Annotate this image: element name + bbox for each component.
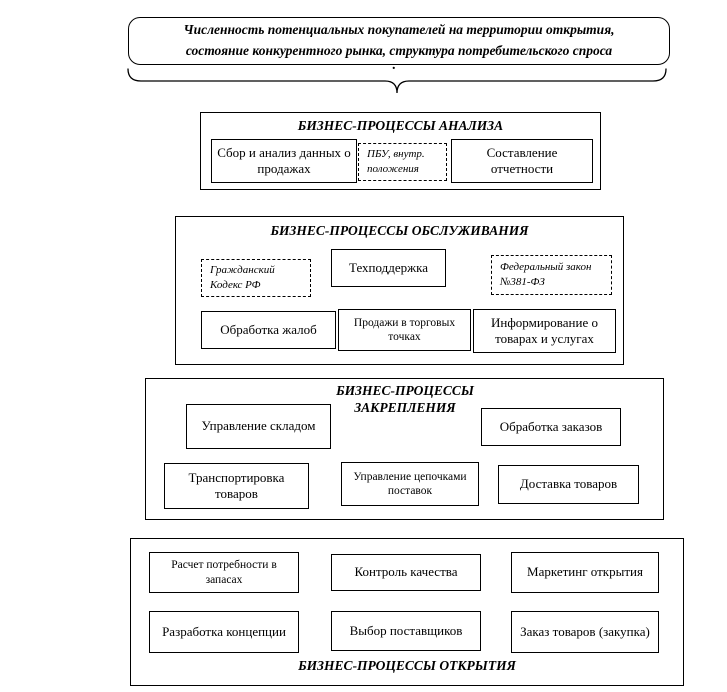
box-opening-marketing: Маркетинг открытия xyxy=(511,552,659,593)
box-pbu-regulations: ПБУ, внутр. положения xyxy=(358,143,447,181)
box-reporting: Составление отчетности xyxy=(451,139,593,183)
top-note: Численность потенциальных покупателей на… xyxy=(128,17,670,65)
box-civil-code: Гражданский Кодекс РФ xyxy=(201,259,311,297)
box-informing: Информирование о товарах и услугах xyxy=(473,309,616,353)
box-quality-control: Контроль качества xyxy=(331,554,481,591)
box-order-processing: Обработка заказов xyxy=(481,408,621,446)
stray-period: . xyxy=(392,58,396,73)
box-supply-chain: Управление цепочками поставок xyxy=(341,462,479,506)
block-analysis-title: БИЗНЕС-ПРОЦЕССЫ АНАЛИЗА xyxy=(297,118,504,133)
box-supplier-selection: Выбор поставщиков xyxy=(331,611,481,651)
underbrace-icon xyxy=(127,68,667,94)
block-opening-title: БИЗНЕС-ПРОЦЕССЫ ОТКРЫТИЯ xyxy=(298,658,516,674)
top-note-line1: Численность потенциальных покупателей на… xyxy=(183,22,615,38)
box-tech-support: Техподдержка xyxy=(331,249,446,287)
top-note-line2: состояние конкурентного рынка, структура… xyxy=(185,43,613,58)
block-analysis: БИЗНЕС-ПРОЦЕССЫ АНАЛИЗА Сбор и анализ да… xyxy=(200,112,601,190)
block-consolidation-title: БИЗНЕС-ПРОЦЕССЫ ЗАКРЕПЛЕНИЯ xyxy=(336,383,474,415)
box-goods-delivery: Доставка товаров xyxy=(498,465,639,504)
box-goods-ordering: Заказ товаров (закупка) xyxy=(511,611,659,653)
block-consolidation: БИЗНЕС-ПРОЦЕССЫ ЗАКРЕПЛЕНИЯ Управление с… xyxy=(145,378,664,520)
block-service-title: БИЗНЕС-ПРОЦЕССЫ ОБСЛУЖИВАНИЯ xyxy=(270,223,529,238)
box-complaints: Обработка жалоб xyxy=(201,311,336,349)
box-sales-analysis: Сбор и анализ данных о продажах xyxy=(211,139,357,183)
box-concept-development: Разработка концепции xyxy=(149,611,299,653)
box-transportation: Транспортировка товаров xyxy=(164,463,309,509)
box-stock-need: Расчет потребности в запасах xyxy=(149,552,299,593)
box-federal-law: Федеральный закон №381-ФЗ xyxy=(491,255,612,295)
box-warehouse-management: Управление складом xyxy=(186,404,331,449)
block-opening: Расчет потребности в запасах Контроль ка… xyxy=(130,538,684,686)
block-service: БИЗНЕС-ПРОЦЕССЫ ОБСЛУЖИВАНИЯ Гражданский… xyxy=(175,216,624,365)
box-retail-sales: Продажи в торговых точках xyxy=(338,309,471,351)
